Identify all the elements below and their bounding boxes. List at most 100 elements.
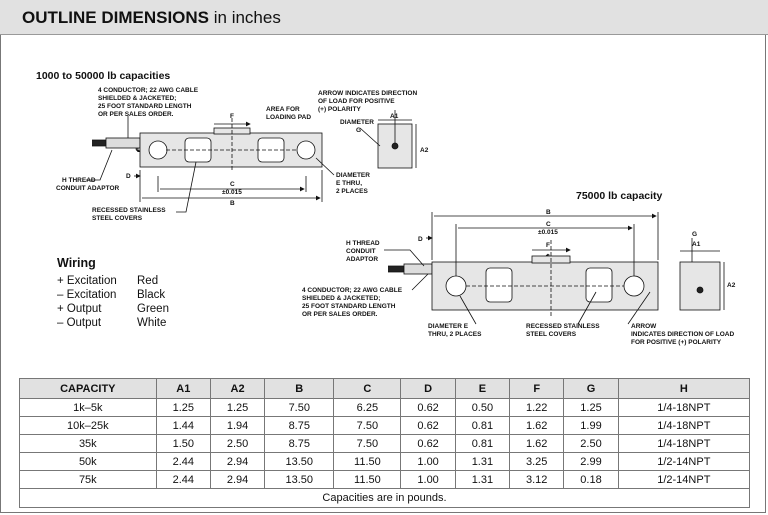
d2-h-thread-3: ADAPTOR	[346, 256, 378, 263]
table-cell: 1.62	[509, 416, 565, 435]
table-cell: 1/4-18NPT	[617, 398, 751, 417]
d2-recessed-2: STEEL COVERS	[526, 331, 577, 338]
table-cell: 1/4-18NPT	[617, 434, 751, 453]
d2-arrow-note-2: INDICATES DIRECTION OF LOAD	[631, 331, 734, 338]
table-cell: 0.62	[400, 434, 456, 453]
table-cell: 0.62	[400, 416, 456, 435]
d2-h-thread-1: H THREAD	[346, 240, 380, 247]
d2-arrow-note-3: FOR POSITIVE (+) POLARITY	[631, 339, 722, 346]
column-header: A2	[209, 378, 266, 399]
column-header: CAPACITY	[19, 378, 157, 399]
d2-dim-b: B	[546, 209, 551, 216]
d2-dim-c: C	[546, 221, 551, 228]
table-cell: 1.25	[563, 398, 619, 417]
d1-dim-c: C	[230, 181, 235, 188]
table-cell: 3.25	[509, 452, 565, 471]
table-cell: 2.94	[209, 452, 266, 471]
d2-dim-tol: ±0.015	[538, 229, 558, 236]
d1-diameter-e-1: DIAMETER	[336, 172, 370, 179]
table-cell: 2.94	[209, 470, 266, 489]
d2-cable-note-4: OR PER SALES ORDER.	[302, 311, 378, 318]
table-cell: 1.31	[454, 452, 511, 471]
table-cell: 0.50	[454, 398, 511, 417]
table-cell: 3.12	[509, 470, 565, 489]
d1-diameter-g-2: G	[356, 127, 361, 134]
d2-dim-a1: A1	[692, 241, 701, 248]
d2-arrow-note-1: ARROW	[631, 323, 657, 330]
table-cell: 7.50	[333, 434, 402, 453]
d1-dim-f: F	[230, 113, 234, 120]
column-header: F	[509, 378, 565, 399]
table-cell: 0.62	[400, 398, 456, 417]
table-cell: 75k	[19, 470, 157, 489]
table-cell: 13.50	[264, 470, 335, 489]
table-cell: 1.62	[509, 434, 565, 453]
table-cell: 7.50	[333, 416, 402, 435]
table-cell: 1.44	[155, 416, 211, 435]
table-cell: 13.50	[264, 452, 335, 471]
d1-h-thread-1: H THREAD	[62, 177, 96, 184]
column-header: C	[333, 378, 402, 399]
wiring-title: Wiring	[57, 256, 96, 270]
d2-recessed-1: RECESSED STAINLESS	[526, 323, 600, 330]
table-cell: 1k–5k	[19, 398, 157, 417]
d2-dim-g: G	[692, 231, 697, 238]
d1-cable-note-1: 4 CONDUCTOR; 22 AWG CABLE	[98, 87, 199, 94]
table-cell: 2.50	[209, 434, 266, 453]
d2-dim-d: D	[418, 236, 423, 243]
diagram1-title: 1000 to 50000 lb capacities	[36, 70, 170, 82]
table-cell: 2.50	[563, 434, 619, 453]
section-title: OUTLINE DIMENSIONS in inches	[22, 8, 281, 27]
table-cell: 35k	[19, 434, 157, 453]
table-cell: 2.99	[563, 452, 619, 471]
table-cell: 1.31	[454, 470, 511, 489]
d1-recessed-2: STEEL COVERS	[92, 215, 143, 222]
d1-diameter-g-1: DIAMETER	[340, 119, 374, 126]
d1-dim-b: B	[230, 200, 235, 207]
d1-cable-note-2: SHIELDED & JACKETED;	[98, 95, 176, 102]
table-cell: 1.94	[209, 416, 266, 435]
d2-cable-note-2: SHIELDED & JACKETED;	[302, 295, 380, 302]
column-header: E	[454, 378, 511, 399]
table-cell: 1.50	[155, 434, 211, 453]
d2-h-thread-2: CONDUIT	[346, 248, 376, 255]
d1-recessed-1: RECESSED STAINLESS	[92, 207, 166, 214]
table-cell: 10k–25k	[19, 416, 157, 435]
column-header: D	[400, 378, 456, 399]
d1-diameter-e-2: E THRU,	[336, 180, 362, 187]
column-header: H	[617, 378, 751, 399]
section-header: OUTLINE DIMENSIONS in inches	[0, 0, 768, 35]
d1-cable-note-3: 25 FOOT STANDARD LENGTH	[98, 103, 192, 110]
d1-arrow-note-1: ARROW INDICATES DIRECTION	[318, 90, 417, 97]
table-cell: 1.25	[209, 398, 266, 417]
table-cell: 11.50	[333, 470, 402, 489]
d2-dim-a2: A2	[727, 282, 736, 289]
table-cell: 2.44	[155, 470, 211, 489]
table-cell: 50k	[19, 452, 157, 471]
outline-drawings: 1000 to 50000 lb capacities 4 CONDUCTOR;…	[36, 70, 736, 346]
table-cell: 11.50	[333, 452, 402, 471]
table-cell: 6.25	[333, 398, 402, 417]
d1-area-note-1: AREA FOR	[266, 106, 300, 113]
diagram2-title: 75000 lb capacity	[576, 190, 663, 202]
table-note: Capacities are in pounds.	[19, 488, 750, 508]
table-cell: 1/2-14NPT	[617, 470, 751, 489]
d2-diameter-e-1: DIAMETER E	[428, 323, 469, 330]
d1-diameter-e-3: 2 PLACES	[336, 188, 368, 195]
d1-arrow-note-3: (+) POLARITY	[318, 106, 361, 113]
d2-cable-note-3: 25 FOOT STANDARD LENGTH	[302, 303, 396, 310]
d2-dim-f: F	[546, 242, 550, 249]
d1-area-note-2: LOADING PAD	[266, 114, 311, 121]
